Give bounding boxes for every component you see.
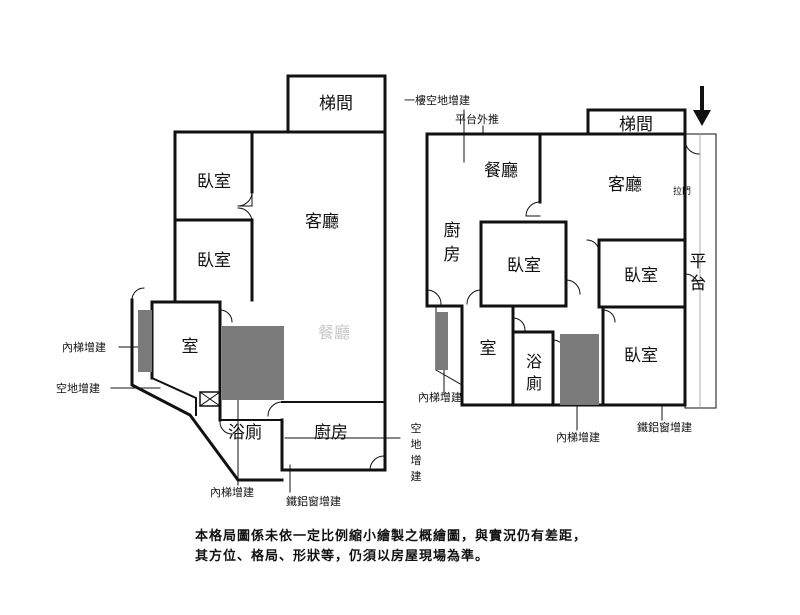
left-vacant-land-note: 空地增建: [56, 381, 100, 395]
disclaimer-line-1: 本格局圖係未依一定比例縮小繪製之概繪圖，與實況仍有差距，: [195, 529, 588, 544]
right-kitchen-label-2: 房: [444, 245, 461, 265]
left-inner-stair-bottom-note: 內梯增建: [210, 485, 254, 499]
left-bedroom-2-label: 臥室: [197, 251, 231, 271]
left-room-label: 室: [182, 337, 199, 357]
right-bedroom-2-label: 臥室: [624, 266, 658, 286]
left-vacant-vertical-1: 空: [411, 421, 422, 435]
right-living-label: 客廳: [608, 175, 642, 195]
left-floor-plan: [110, 74, 401, 493]
right-room-label: 室: [480, 339, 497, 359]
right-inner-stair-bottom-note: 內梯增建: [556, 430, 600, 444]
right-bedroom-3-label: 臥室: [624, 346, 658, 366]
left-dining-watermark: 餐廳: [318, 323, 350, 342]
disclaimer-text: 本格局圖係未依一定比例縮小繪製之概繪圖，與實況仍有差距， 其方位、格局、形狀等，…: [195, 527, 715, 567]
disclaimer-line-2: 其方位、格局、形狀等，仍須以房屋現場為準。: [195, 549, 490, 564]
left-bedroom-1-label: 臥室: [197, 172, 231, 192]
left-al-window-note: 鐵鋁窗增建: [286, 494, 341, 508]
right-stair-strip: [436, 312, 448, 370]
right-dining-label: 餐廳: [484, 161, 518, 181]
left-inner-stair-note: 內梯增建: [62, 340, 106, 354]
right-stair-label: 梯間: [619, 115, 653, 135]
right-first-floor-note: 一樓空地增建: [404, 93, 470, 107]
right-bedroom-1-label: 臥室: [507, 256, 541, 276]
left-stair-label: 梯間: [319, 94, 353, 114]
left-bath-label: 浴廁: [228, 422, 262, 443]
right-kitchen-label-1: 廚: [444, 220, 461, 241]
left-stair-block: [222, 326, 284, 400]
left-living-label: 客廳: [305, 212, 339, 232]
right-floor-plan: [425, 108, 717, 431]
right-al-window-note: 鐵鋁窗增建: [637, 420, 692, 434]
right-bath-label-1: 浴: [526, 352, 542, 371]
left-vacant-vertical-3: 增: [411, 453, 422, 467]
right-platform-label-2: 台: [690, 274, 707, 294]
right-bath-label-2: 廁: [526, 374, 542, 393]
right-platform-push-note: 平台外推: [455, 112, 499, 126]
right-sliding-door-note: 拉門: [673, 185, 691, 197]
right-stair-block: [560, 334, 599, 405]
right-inner-stair-note: 內梯增建: [418, 390, 462, 404]
left-vacant-vertical-4: 建: [411, 469, 422, 483]
left-kitchen-label: 廚房: [314, 422, 348, 443]
north-arrow-icon: [693, 86, 711, 126]
right-platform-label-1: 平: [690, 252, 707, 272]
left-stair-strip: [138, 310, 152, 372]
left-vacant-vertical-2: 地: [411, 438, 422, 451]
